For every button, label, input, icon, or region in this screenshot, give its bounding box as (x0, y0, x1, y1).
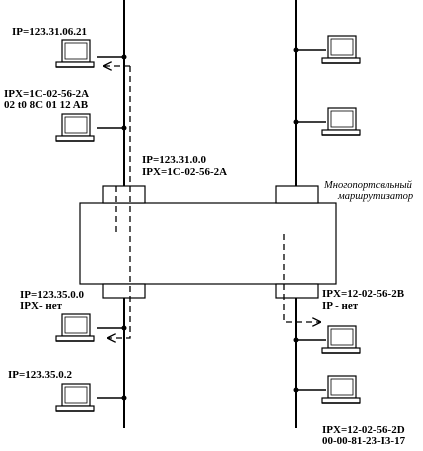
node-right-2 (293, 119, 299, 125)
node-left-bottom (121, 395, 127, 401)
pc-right-1-icon (321, 35, 361, 64)
label-router-caption-2: маршрутизатор (337, 191, 413, 202)
label-router-ip-upper: IP=123.31.0.0 (142, 154, 207, 166)
router-body (79, 202, 337, 285)
router-port-bottom-left (102, 283, 146, 299)
router-port-top-right (275, 185, 319, 204)
label-ipx-bottom-right: IPX=12-02-56-2D (322, 424, 405, 436)
node-right-4 (293, 387, 299, 393)
pc-right-4-icon (321, 375, 361, 404)
label-mac-left-1: 02 t0 8C 01 12 AB (4, 99, 89, 111)
pc-left-top-icon (55, 39, 95, 68)
label-ipx-lower-left: IPX- нет (20, 300, 63, 312)
node-right-1 (293, 47, 299, 53)
label-mac-bottom-right: 00-00-81-23-I3-17 (322, 435, 406, 447)
router-port-top-left (102, 185, 146, 204)
label-ip-lower-left: IP=123.35.0.0 (20, 289, 85, 301)
pc-right-2-icon (321, 107, 361, 136)
label-ip-bottom-left: IP=123.35.0.2 (8, 369, 73, 381)
node-left-top (121, 54, 127, 60)
packet-route-right (283, 234, 320, 322)
pc-right-3-icon (321, 325, 361, 354)
pc-left-lower-icon (55, 313, 95, 342)
pc-left-second-icon (55, 113, 95, 142)
pc-left-bottom-icon (55, 383, 95, 412)
label-ipx-left-1: IPX=1C-02-56-2A (4, 88, 89, 100)
router-port-bottom-right (275, 283, 319, 299)
label-ip-top-left: IP=123.31.06.21 (12, 26, 87, 38)
node-left-second (121, 125, 127, 131)
node-left-lower (121, 325, 127, 331)
label-ipx-lower-right: IPX=12-02-56-2B (322, 288, 405, 300)
label-router-caption-1: Многопортсвльный (323, 180, 413, 191)
node-right-3 (293, 337, 299, 343)
label-ip-lower-right: IP - нет (322, 300, 359, 312)
packet-route-left (108, 66, 131, 338)
label-router-ipx-upper: IPX=1C-02-56-2A (142, 166, 227, 178)
